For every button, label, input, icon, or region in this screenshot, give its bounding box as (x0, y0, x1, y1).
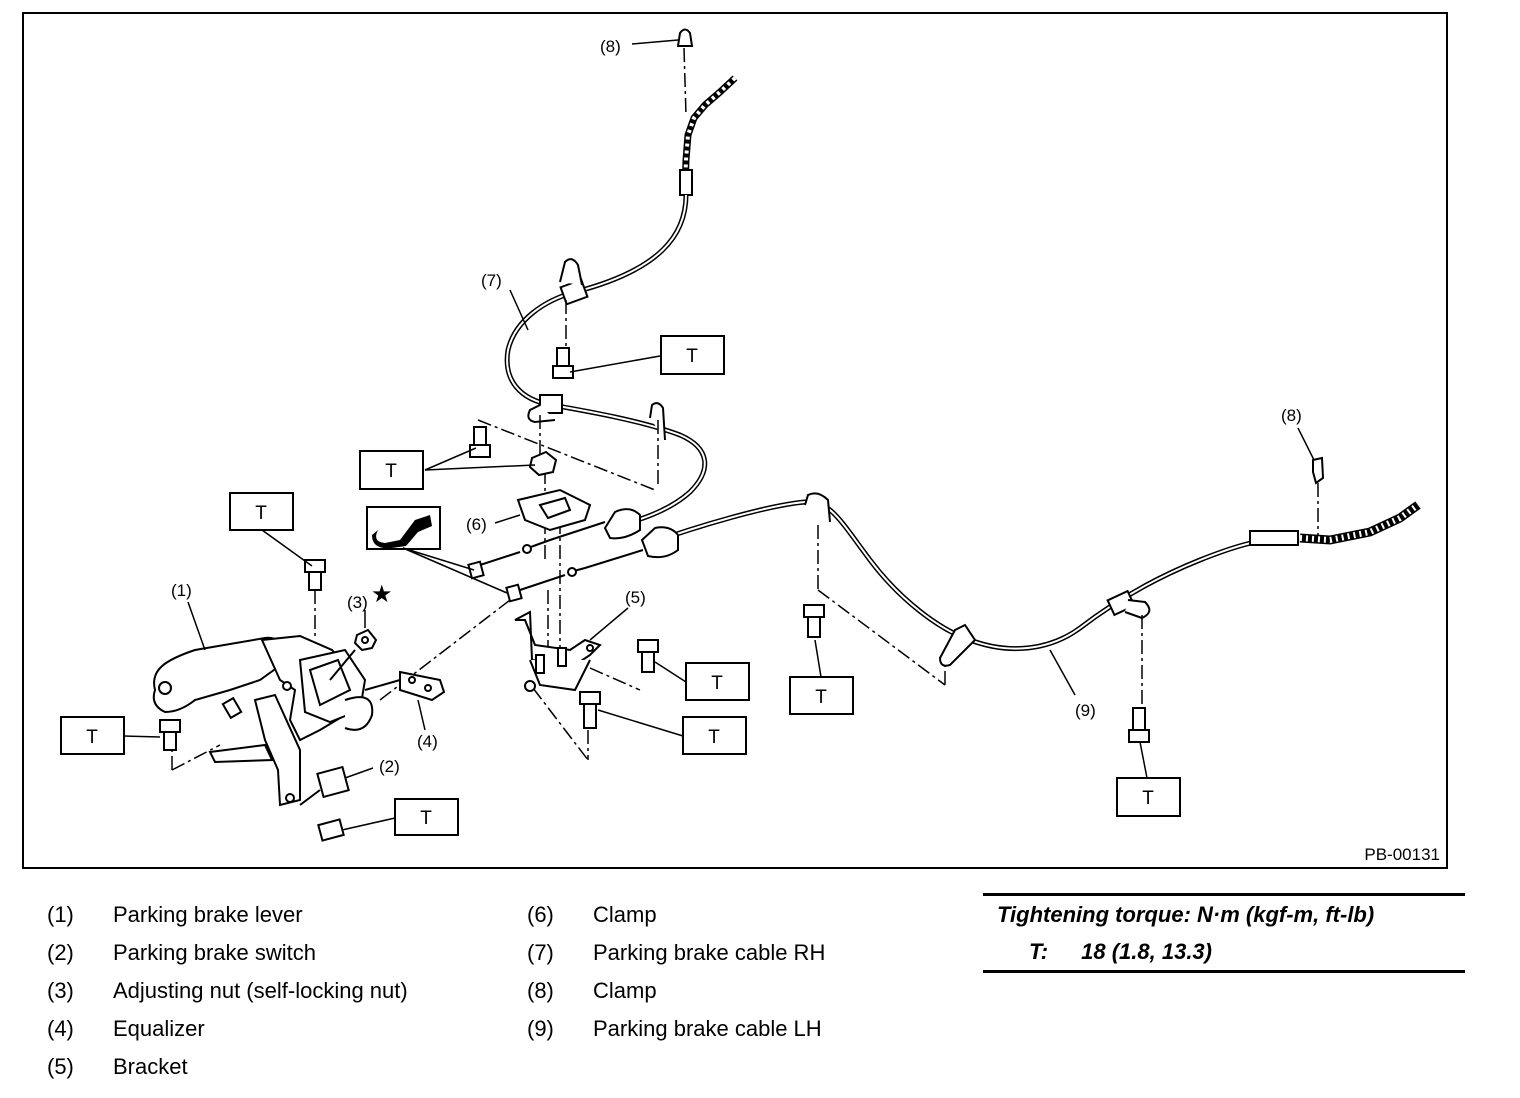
figure-code: PB-00131 (1364, 845, 1440, 864)
nut-icon (528, 450, 558, 477)
clamp-8-top (676, 28, 694, 47)
legend-item: (4)Equalizer (47, 1016, 205, 1041)
parking-brake-switch (299, 765, 350, 806)
bolt-icon (304, 559, 326, 591)
torque-symbol: T: (1029, 939, 1049, 964)
svg-text:T: T (1142, 788, 1154, 809)
bolt-icon (552, 347, 574, 379)
svg-text:T: T (711, 673, 723, 694)
bolt-icon (1128, 707, 1150, 743)
cable-rh (467, 75, 738, 580)
torque-mark: T (60, 716, 125, 755)
legend-item: (1)Parking brake lever (47, 902, 303, 927)
svg-text:T: T (708, 727, 720, 748)
callout-6: (6) (466, 515, 487, 534)
legend-left: (1)Parking brake lever (2)Parking brake … (47, 896, 408, 1086)
grease-icon (366, 506, 508, 594)
assembly-lines (171, 47, 1319, 771)
torque-title: Tightening torque: N·m (kgf-m, ft-lb) (997, 902, 1375, 927)
fasteners (159, 347, 1150, 842)
torque-value: 18 (1.8, 13.3) (1081, 939, 1212, 964)
callout-8-right: (8) (1281, 406, 1302, 425)
svg-text:T: T (420, 808, 432, 829)
legend-item: (8)Clamp (527, 978, 657, 1003)
star-icon: ★ (371, 580, 393, 608)
svg-text:T: T (815, 687, 827, 708)
callout-8-top: (8) (600, 37, 621, 56)
svg-text:T: T (385, 461, 397, 482)
bolt-icon (803, 604, 825, 638)
callout-4: (4) (417, 732, 438, 751)
torque-mark: T (394, 798, 459, 836)
figure-frame (22, 12, 1448, 869)
torque-mark: T (660, 335, 725, 375)
callout-1: (1) (171, 581, 192, 600)
torque-mark: T (789, 676, 854, 715)
leader-lines (123, 39, 1315, 831)
legend-item: (2)Parking brake switch (47, 940, 316, 965)
svg-text:T: T (686, 346, 698, 367)
svg-text:T: T (86, 727, 98, 748)
torque-spec: Tightening torque: N·m (kgf-m, ft-lb) T:… (983, 893, 1465, 973)
parking-brake-lever (152, 634, 374, 807)
legend-item: (5)Bracket (47, 1054, 188, 1079)
clamp-8-right (1312, 456, 1325, 485)
callout-5: (5) (625, 588, 646, 607)
bolt-icon (579, 691, 601, 729)
svg-text:T: T (255, 503, 267, 524)
torque-mark: T (682, 716, 747, 755)
torque-mark: T (685, 662, 750, 701)
bolt-icon (469, 426, 491, 458)
bracket (514, 610, 602, 692)
torque-value-row: T: 18 (1.8, 13.3) (1029, 939, 1212, 965)
bolt-icon (317, 818, 345, 842)
bolt-icon (637, 639, 659, 673)
legend-item: (9)Parking brake cable LH (527, 1016, 822, 1041)
callout-3: (3) (347, 593, 368, 612)
legend-item: (7)Parking brake cable RH (527, 940, 826, 965)
clamp-6 (516, 488, 592, 532)
callout-7: (7) (481, 271, 502, 290)
torque-mark: T (229, 492, 294, 531)
torque-mark: T (1116, 777, 1181, 817)
legend-item: (6)Clamp (527, 902, 657, 927)
bolt-icon (159, 719, 181, 751)
bolt-icon (221, 696, 243, 720)
equalizer (364, 670, 446, 702)
adjusting-nut (329, 628, 378, 681)
legend-item: (3)Adjusting nut (self-locking nut) (47, 978, 408, 1003)
callout-9: (9) (1075, 701, 1096, 720)
legend-middle: (6)Clamp (7)Parking brake cable RH (8)Cl… (527, 896, 825, 1048)
torque-mark: T (359, 450, 424, 490)
callout-2: (2) (379, 757, 400, 776)
cable-lh (505, 492, 1421, 667)
